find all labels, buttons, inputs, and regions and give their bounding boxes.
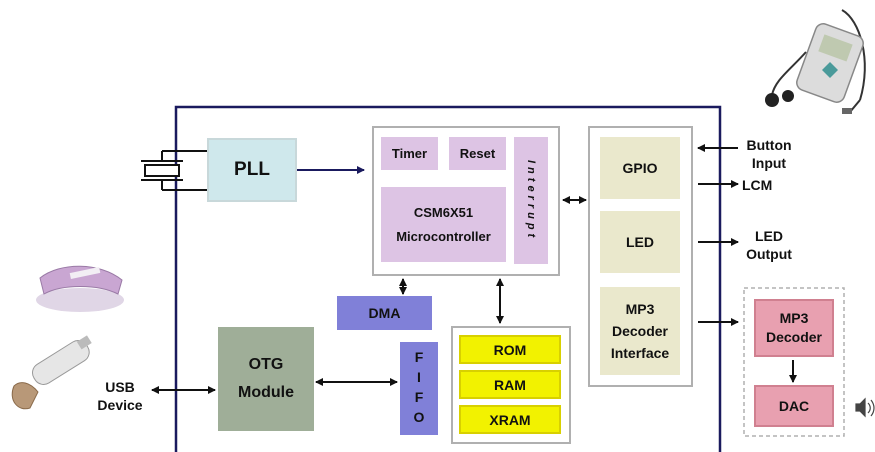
led-output-line1: LED bbox=[755, 228, 783, 244]
xram-label: XRAM bbox=[489, 411, 531, 428]
mp3-decoder-line2: Decoder bbox=[765, 329, 823, 345]
xram-block: XRAM bbox=[459, 405, 561, 434]
otg-module-block: OTG Module bbox=[218, 327, 314, 431]
button-input-label: Button Input bbox=[738, 136, 800, 172]
interrupt-label: Interrupt bbox=[525, 159, 537, 242]
dma-label: DMA bbox=[368, 305, 401, 321]
led-label: LED bbox=[626, 234, 654, 250]
gpio-block: GPIO bbox=[600, 137, 680, 199]
dac-label: DAC bbox=[778, 398, 810, 414]
crystal-icon bbox=[141, 150, 207, 191]
card-reader-icon bbox=[36, 265, 124, 312]
gpio-label: GPIO bbox=[622, 160, 658, 176]
fifo-label: FIFO bbox=[411, 348, 427, 429]
pll-block: PLL bbox=[207, 138, 297, 202]
mp3-decoder-line1: MP3 bbox=[779, 310, 809, 326]
microcontroller-block: CSM6X51 Microcontroller bbox=[381, 187, 506, 262]
interrupt-block: Interrupt bbox=[514, 137, 548, 264]
mp3-interface-line1: MP3 bbox=[625, 301, 655, 317]
mp3-player-icon bbox=[765, 9, 866, 114]
module-label: Module bbox=[238, 384, 294, 401]
reset-block: Reset bbox=[449, 137, 506, 170]
mp3-interface-line2: Decoder bbox=[611, 323, 669, 339]
led-output-label: LED Output bbox=[738, 227, 800, 263]
timer-label: Timer bbox=[391, 146, 428, 161]
timer-block: Timer bbox=[381, 137, 438, 170]
fifo-block: FIFO bbox=[400, 342, 438, 435]
rom-block: ROM bbox=[459, 335, 561, 364]
rom-label: ROM bbox=[493, 341, 527, 358]
reset-label: Reset bbox=[459, 146, 496, 161]
ram-block: RAM bbox=[459, 370, 561, 399]
usb-stick-icon bbox=[11, 335, 92, 410]
chip-boundary bbox=[174, 105, 722, 452]
ram-label: RAM bbox=[494, 376, 526, 393]
mp3-interface-line3: Interface bbox=[610, 345, 670, 361]
usb-device-label: USB Device bbox=[88, 378, 152, 414]
led-output-line2: Output bbox=[746, 246, 792, 262]
mcu-type-label: Microcontroller bbox=[396, 228, 491, 244]
otg-label: OTG bbox=[248, 356, 284, 373]
mcu-name-label: CSM6X51 bbox=[413, 204, 474, 220]
button-input-line2: Input bbox=[751, 155, 787, 171]
lcm-label: LCM bbox=[742, 177, 773, 193]
dac-block: DAC bbox=[754, 385, 834, 427]
speaker-icon bbox=[855, 397, 875, 418]
led-block: LED bbox=[600, 211, 680, 273]
usb-line2: Device bbox=[97, 397, 143, 413]
dma-block: DMA bbox=[337, 296, 432, 330]
usb-line1: USB bbox=[105, 379, 135, 395]
mp3-interface-block: MP3 Decoder Interface bbox=[600, 287, 680, 375]
pll-label: PLL bbox=[234, 159, 270, 180]
mp3-decoder-block: MP3 Decoder bbox=[754, 299, 834, 357]
button-input-line1: Button bbox=[746, 137, 792, 153]
